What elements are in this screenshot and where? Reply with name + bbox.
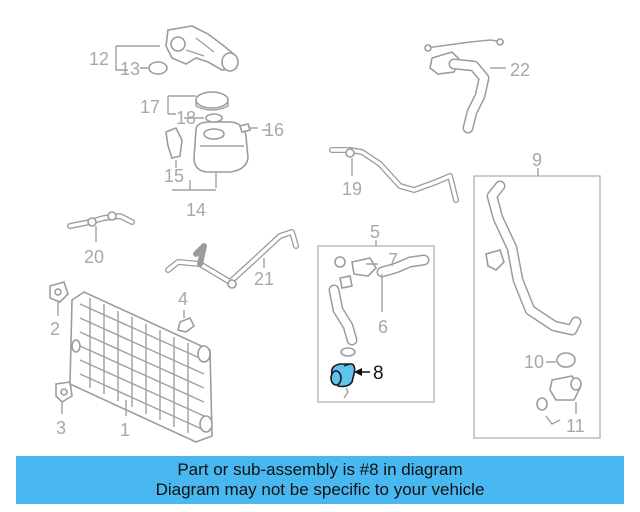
callout-9: 9 (532, 150, 542, 170)
callout-13: 13 (120, 59, 140, 79)
expansion-tank-cap (195, 91, 229, 111)
callout-19: 19 (342, 179, 362, 199)
tank-hose (165, 126, 183, 159)
callout-6: 6 (378, 317, 388, 337)
cap-seal (205, 113, 223, 123)
callout-11: 11 (566, 416, 585, 436)
callout-7: 7 (388, 250, 398, 270)
callout-8-arrow (354, 368, 362, 376)
tank-bolt (238, 123, 258, 133)
hose-20 (67, 211, 135, 229)
callout-21: 21 (254, 269, 274, 289)
temperature-sensor-4 (177, 310, 196, 333)
callout-14: 14 (186, 200, 206, 220)
callout-2: 2 (50, 319, 60, 339)
part-info-banner: Part or sub-assembly is #8 in diagram Di… (16, 456, 624, 504)
callout-18: 18 (176, 108, 196, 128)
callout-16: 16 (264, 120, 284, 140)
callout-1: 1 (120, 420, 130, 440)
coolant-flange-11 (536, 375, 582, 425)
callout-22: 22 (510, 60, 530, 80)
banner-line-2: Diagram may not be specific to your vehi… (155, 480, 485, 499)
callout-12: 12 (89, 49, 109, 69)
hose-clip-10 (556, 352, 576, 368)
lower-hose-9 (485, 180, 582, 336)
callout-17: 17 (140, 97, 160, 117)
callout-4: 4 (178, 289, 188, 309)
hose-set-5 (328, 254, 430, 357)
highlighted-part-8 (330, 363, 356, 399)
banner-line-1: Part or sub-assembly is #8 in diagram (177, 460, 463, 479)
upper-hose-assembly (424, 38, 505, 134)
callout-8: 8 (373, 363, 384, 384)
callout-15: 15 (164, 166, 184, 186)
thermostat-housing (165, 25, 239, 72)
coolant-pipe-21 (165, 229, 299, 289)
radiator (69, 291, 213, 443)
sub-assembly-box-9 (473, 175, 601, 439)
callout-20: 20 (84, 247, 104, 267)
coolant-pipe-19 (329, 147, 459, 203)
housing-gasket (148, 61, 168, 75)
upper-mount-2 (49, 281, 69, 303)
callout-5: 5 (370, 222, 380, 242)
expansion-tank (193, 121, 249, 173)
lower-mount-3 (55, 381, 73, 404)
callout-10: 10 (524, 352, 544, 372)
parts-diagram: 12 13 22 17 18 16 15 14 1 (49, 25, 601, 443)
callout-3: 3 (56, 418, 66, 438)
